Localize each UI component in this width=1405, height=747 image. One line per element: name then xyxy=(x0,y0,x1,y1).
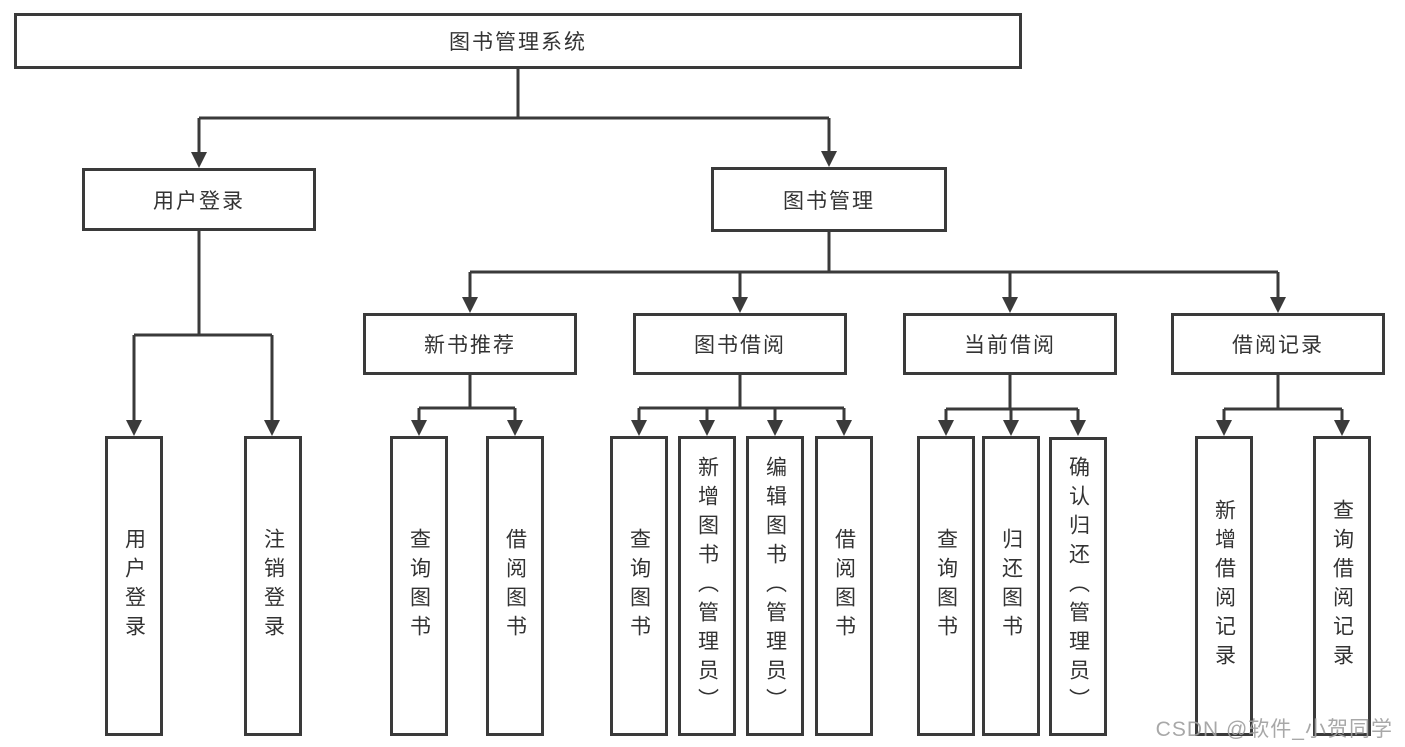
node-nbr-borrow-books: 借阅图书 xyxy=(486,436,544,736)
node-library-management-system: 图书管理系统 xyxy=(14,13,1022,69)
node-cb-return-books: 归还图书 xyxy=(982,436,1040,736)
node-user-login-leaf: 用户登录 xyxy=(105,436,163,736)
arrowheads xyxy=(126,151,1350,436)
node-logout-leaf: 注销登录 xyxy=(244,436,302,736)
node-new-book-recommendation: 新书推荐 xyxy=(363,313,577,375)
node-current-borrowing: 当前借阅 xyxy=(903,313,1117,375)
node-user-login-branch: 用户登录 xyxy=(82,168,316,231)
node-cb-query-books: 查询图书 xyxy=(917,436,975,736)
node-br-query-record: 查询借阅记录 xyxy=(1313,436,1371,736)
node-book-management-branch: 图书管理 xyxy=(711,167,947,232)
node-bb-borrow-books: 借阅图书 xyxy=(815,436,873,736)
node-bb-query-books: 查询图书 xyxy=(610,436,668,736)
node-br-add-record: 新增借阅记录 xyxy=(1195,436,1253,736)
node-bb-edit-books-admin: 编辑图书（管理员） xyxy=(746,436,804,736)
csdn-watermark: CSDN @软件_小贺同学 xyxy=(1155,718,1393,741)
node-bb-add-books-admin: 新增图书（管理员） xyxy=(678,436,736,736)
node-book-borrowing: 图书借阅 xyxy=(633,313,847,375)
node-cb-confirm-return-admin: 确认归还（管理员） xyxy=(1049,437,1107,736)
node-nbr-query-books: 查询图书 xyxy=(390,436,448,736)
node-borrowing-records: 借阅记录 xyxy=(1171,313,1385,375)
